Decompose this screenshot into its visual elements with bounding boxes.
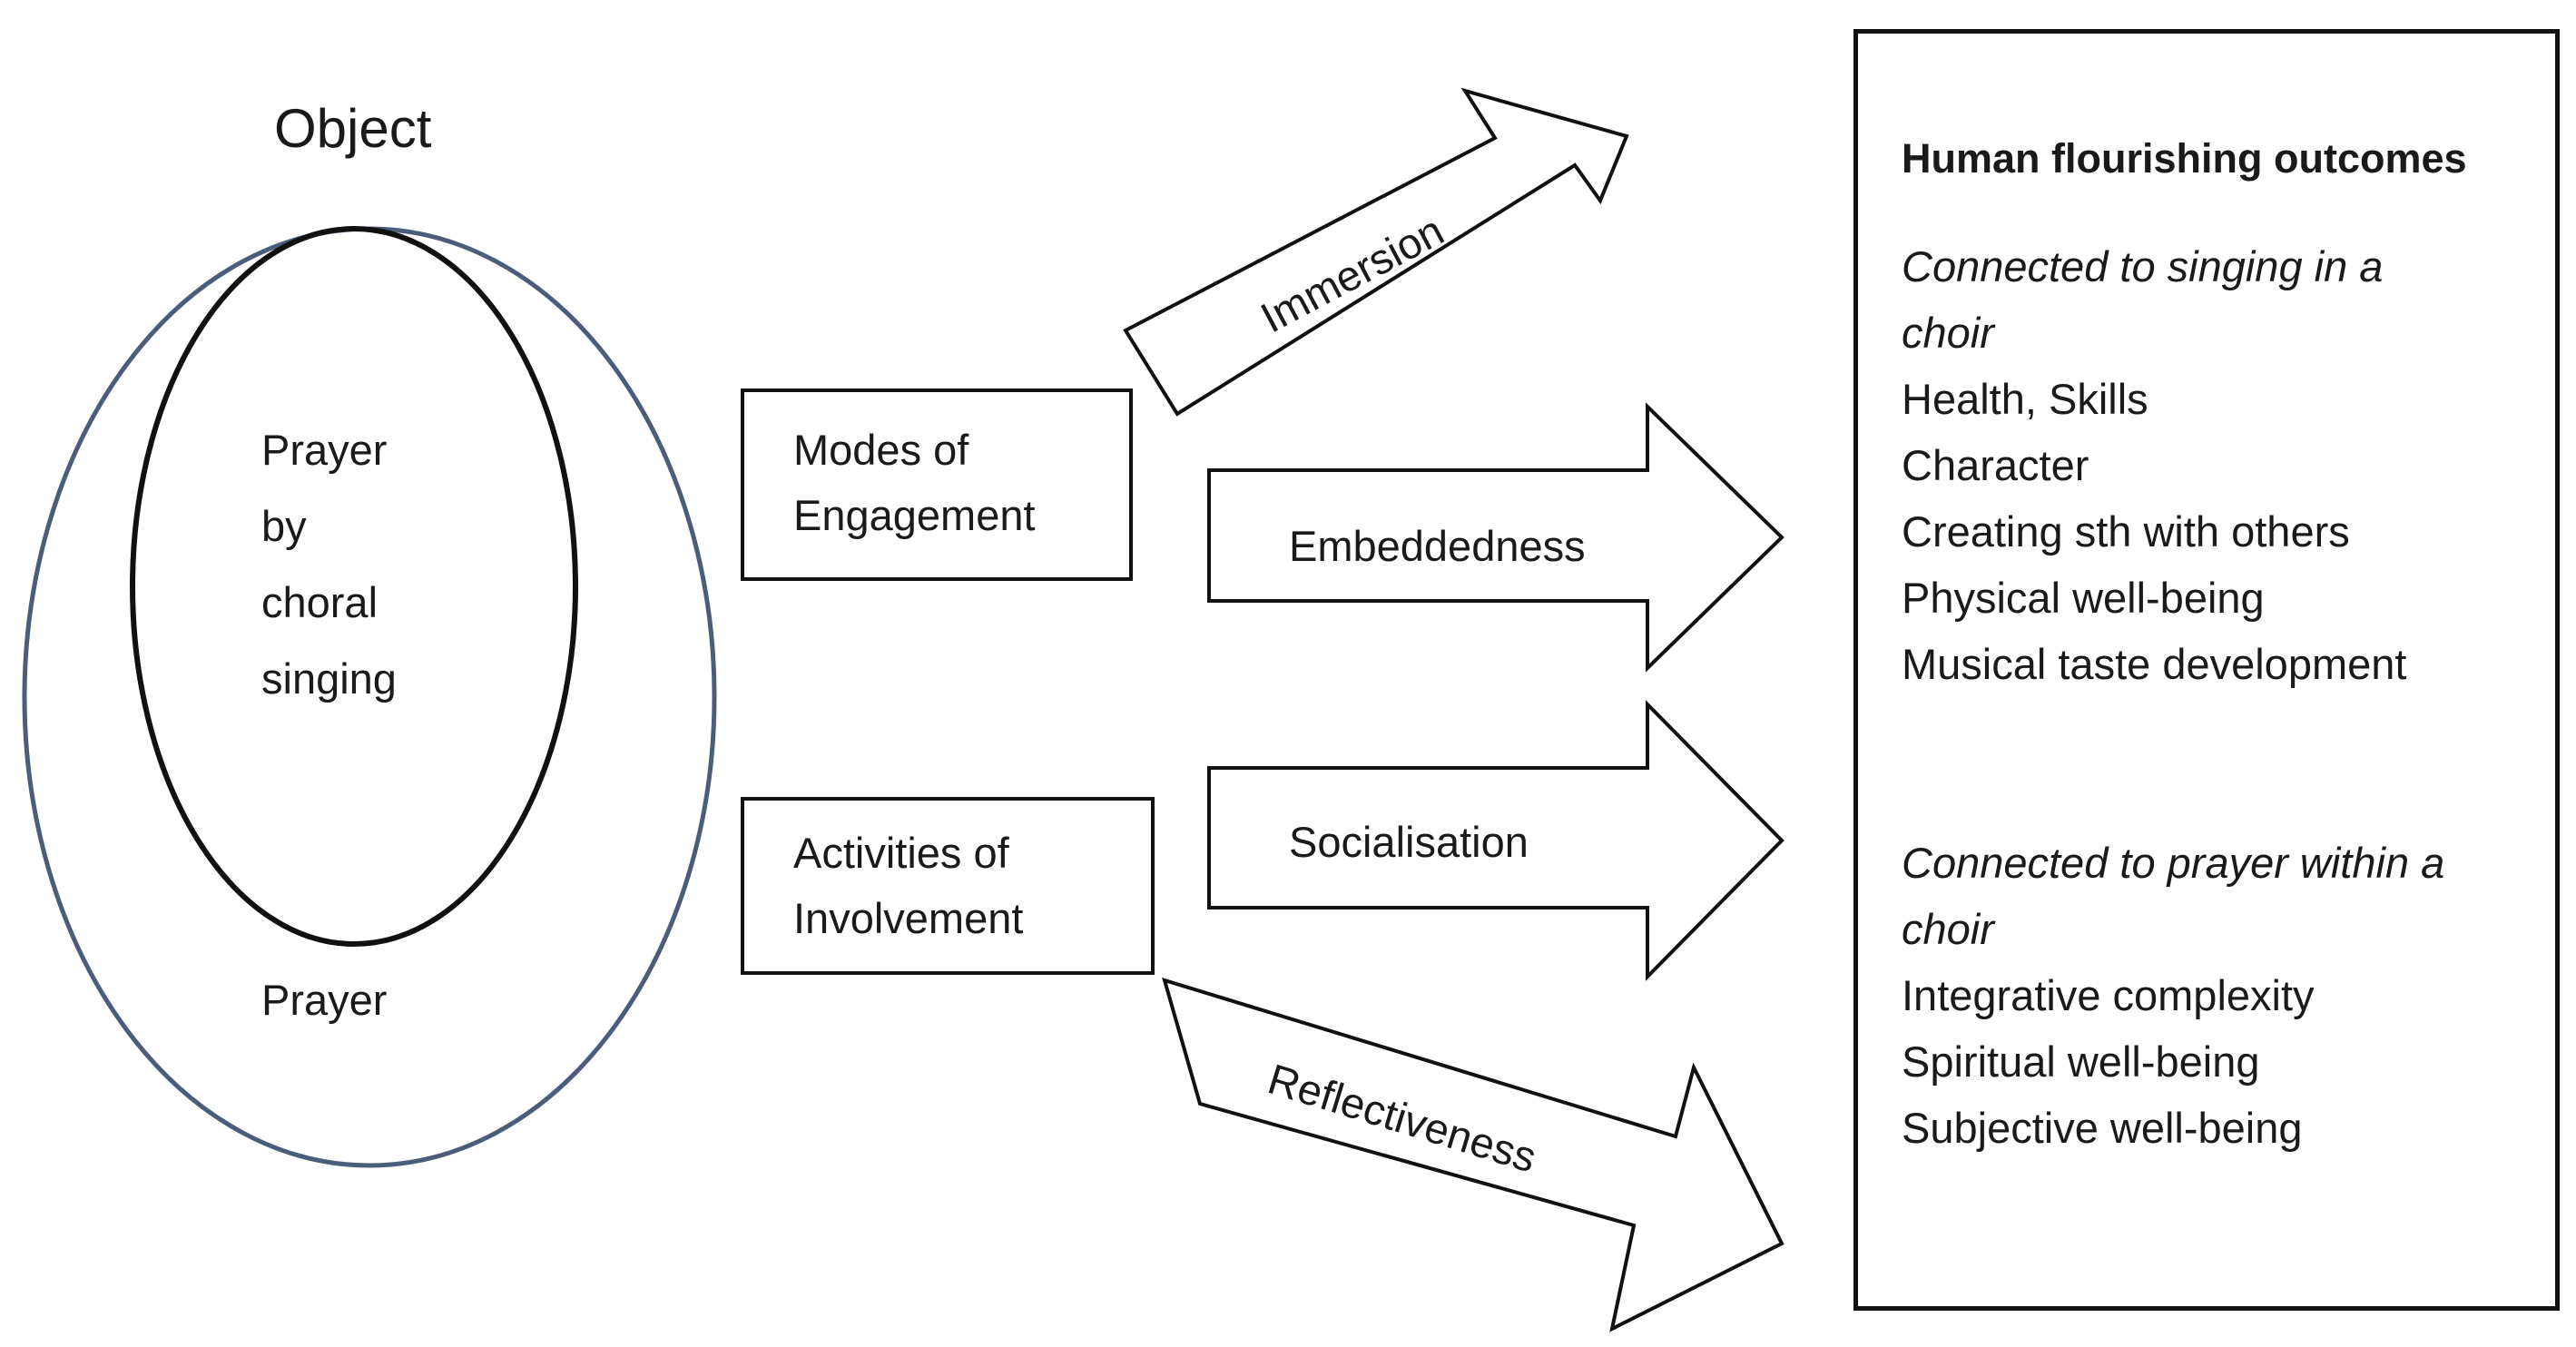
object-label: Object (274, 98, 432, 159)
modes-box-line-1: Modes of (793, 426, 969, 474)
activities-box-line-2: Involvement (793, 894, 1024, 942)
section-spacer (1902, 697, 2555, 830)
outcome-item: Subjective well-being (1902, 1104, 2303, 1152)
outcome-item: Physical well-being (1902, 574, 2265, 622)
modes-of-engagement-box: Modes of Engagement (741, 388, 1133, 581)
outer-ellipse-label: Prayer (261, 976, 388, 1024)
modes-box-line-2: Engagement (793, 491, 1036, 539)
arrow-immersion (1123, 87, 1629, 417)
arrow-label-socialisation: Socialisation (1289, 818, 1529, 866)
inner-ellipse-line-2: by (261, 502, 307, 550)
arrow-embeddedness (1207, 402, 1785, 673)
inner-ellipse-line-1: Prayer (261, 426, 388, 474)
arrow-reflectiveness (1162, 978, 1785, 1332)
arrow-socialisation (1207, 700, 1785, 981)
outcome-item: Spiritual well-being (1902, 1037, 2260, 1086)
inner-ellipse-line-3: choral (261, 578, 379, 626)
human-flourishing-outcomes-box: Human flourishing outcomes Connected to … (1853, 29, 2560, 1311)
inner-ellipse-choral-prayer (130, 226, 578, 947)
arrow-label-embeddedness: Embeddedness (1289, 522, 1586, 570)
outcome-item: Creating sth with others (1902, 507, 2350, 556)
activities-box-line-1: Activities of (793, 829, 1009, 877)
outcome-item: Character (1902, 441, 2089, 489)
outcome-item: Integrative complexity (1902, 971, 2315, 1019)
outcomes-section-2-heading: Connected to prayer within a choir (1902, 839, 2445, 953)
outcomes-section-1-heading: Connected to singing in a choir (1902, 242, 2384, 357)
outcome-item: Health, Skills (1902, 375, 2148, 423)
outcome-item: Musical taste development (1902, 640, 2407, 688)
outcomes-title: Human flourishing outcomes (1902, 135, 2467, 182)
inner-ellipse-line-4: singing (261, 654, 397, 703)
activities-of-involvement-box: Activities of Involvement (741, 797, 1155, 975)
